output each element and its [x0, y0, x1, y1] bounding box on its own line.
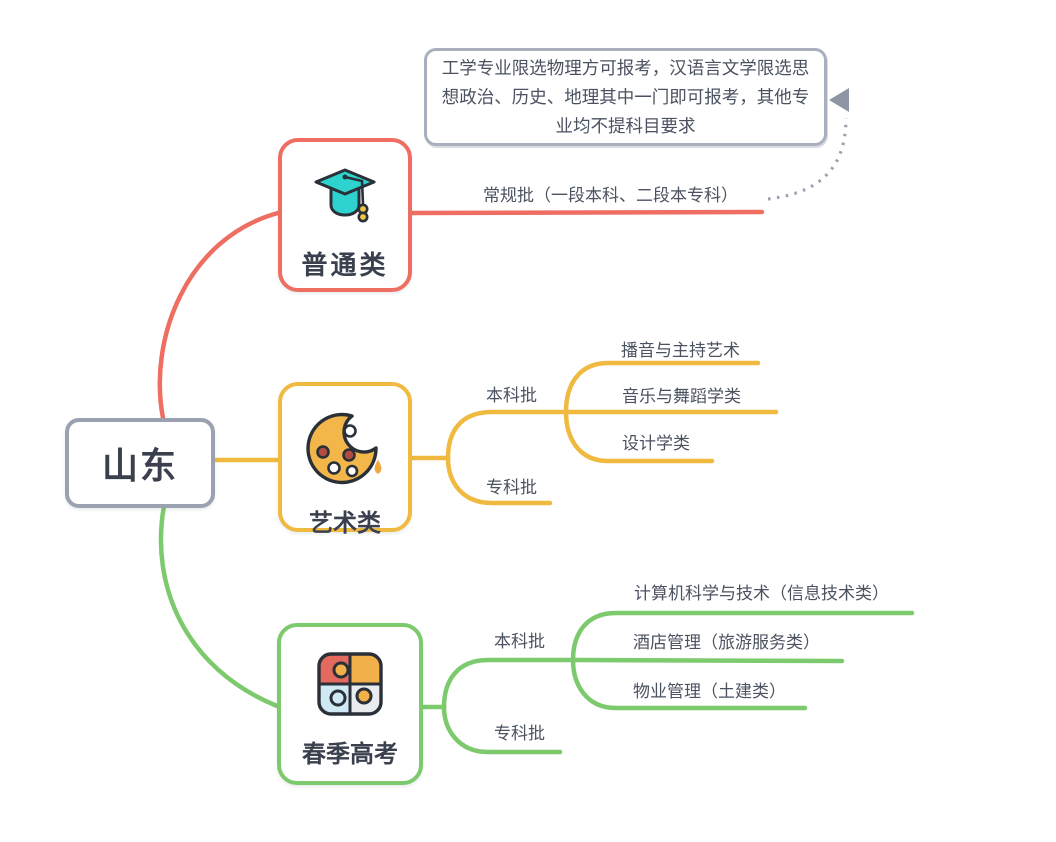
- wire-yishu-benke: [445, 409, 569, 461]
- wire-benke-boyin: [563, 360, 761, 415]
- subtopic-changguipi[interactable]: 常规批（一段本科、二段本专科）: [483, 186, 738, 205]
- wire-benke-sheji: [563, 409, 715, 464]
- root-node-shandong[interactable]: 山东: [65, 418, 215, 508]
- category-node-chunji[interactable]: 春季高考: [277, 623, 423, 785]
- palette-icon: [304, 410, 386, 491]
- graduation-cap-icon: [311, 166, 379, 233]
- category-node-yishu[interactable]: 艺术类: [278, 382, 412, 537]
- category-label-chunji: 春季高考: [302, 741, 398, 768]
- subtopic-sheji[interactable]: 设计学类: [622, 434, 690, 453]
- subtopic-jiudian[interactable]: 酒店管理（旅游服务类）: [633, 633, 820, 652]
- wire-chunji-benke: [441, 657, 576, 710]
- wire-yishu-zhuanke: [445, 455, 553, 506]
- subtopic-yinyue[interactable]: 音乐与舞蹈学类: [622, 387, 741, 406]
- subtopic-chunji-zhuankepi[interactable]: 专科批: [494, 724, 545, 743]
- category-label-putong: 普通类: [301, 250, 389, 280]
- wire-benke-wuye: [570, 657, 808, 711]
- note-arrowhead-icon: [829, 88, 849, 112]
- subtopic-yishu-zhuankepi[interactable]: 专科批: [486, 478, 537, 497]
- note-box[interactable]: 工学专业限选物理方可报考，汉语言文学限选思 想政治、历史、地理其中一门即可报考，…: [424, 48, 827, 146]
- wire-chunji-zhuanke: [441, 704, 563, 755]
- wire-benke-jisuanji: [570, 610, 915, 663]
- puzzle-icon: [316, 651, 384, 722]
- note-text: 工学专业限选物理方可报考，汉语言文学限选思 想政治、历史、地理其中一门即可报考，…: [441, 57, 810, 136]
- subtopic-yishu-benkepi[interactable]: 本科批: [486, 386, 537, 405]
- wire-putong-changgui: [407, 209, 765, 216]
- subtopic-boyin[interactable]: 播音与主持艺术: [621, 341, 740, 360]
- root-label: 山东: [101, 445, 178, 486]
- subtopic-chunji-benkepi[interactable]: 本科批: [494, 632, 545, 651]
- subtopic-jisuanji[interactable]: 计算机科学与技术（信息技术类）: [634, 584, 889, 603]
- category-label-yishu: 艺术类: [309, 510, 381, 537]
- subtopic-wuye[interactable]: 物业管理（土建类）: [633, 682, 786, 701]
- wire-benke-jiudian: [570, 657, 845, 664]
- wire-root-to-putong: [157, 210, 281, 421]
- category-node-putong[interactable]: 普通类: [278, 138, 412, 292]
- wire-root-to-chunji: [158, 503, 280, 709]
